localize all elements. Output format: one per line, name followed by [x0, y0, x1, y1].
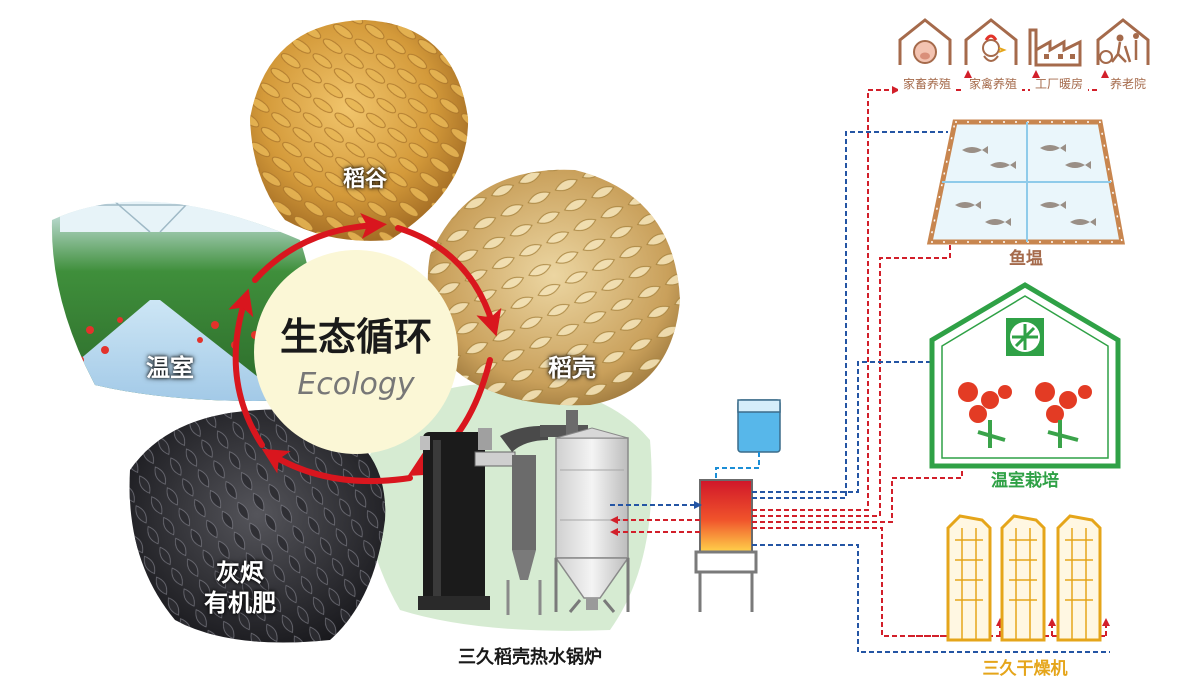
- top-target-label-3: 工厂暖房: [1030, 77, 1088, 92]
- dryer-unit-3: [1056, 514, 1102, 642]
- line-cold-top: [752, 131, 948, 499]
- rice-grain-petal: [250, 20, 469, 241]
- cycle-arrow-1: [252, 212, 387, 283]
- top-target-label-2: 家禽养殖: [964, 77, 1022, 92]
- grain-dryers: [946, 514, 1102, 642]
- ecology-center-circle: [254, 250, 458, 454]
- dryer-label: 三久干燥机: [982, 659, 1068, 679]
- line-cold-greenhouse: [752, 361, 962, 493]
- line-hot-dryer: [752, 527, 1106, 637]
- cycle-arrow-4: [261, 448, 413, 485]
- line-hot-top: [752, 86, 900, 511]
- hot-water-tank: [694, 479, 758, 612]
- rice-husk-label: 稻壳: [548, 354, 596, 382]
- top-target-label-1: 家畜养殖: [898, 77, 956, 92]
- dryer-unit-1: [946, 514, 992, 642]
- greenhouse-label: 温室: [146, 354, 194, 382]
- rice-husk-boiler: [418, 410, 630, 615]
- ash-fertilizer-petal: [129, 409, 386, 643]
- fish-pond: [926, 119, 1125, 245]
- elderly-care-icon: [1096, 18, 1150, 65]
- line-hot-pond: [752, 236, 954, 517]
- dryer-unit-2: [1000, 514, 1046, 642]
- cycle-arrow-2: [395, 225, 502, 337]
- center-title: 生态循环: [279, 315, 432, 359]
- boiler-label: 三久稻壳热水锅炉: [458, 647, 602, 668]
- top-target-label-4: 养老院: [1100, 77, 1156, 92]
- line-hot-greenhouse: [752, 450, 966, 523]
- cycle-arrows: [228, 212, 502, 485]
- pig-icon: [898, 18, 952, 65]
- water-supply-tank: [737, 399, 781, 453]
- line-cold-dryer: [752, 544, 1110, 653]
- water-feed-line: [712, 452, 760, 492]
- factory-icon: [1028, 28, 1082, 67]
- chicken-icon: [964, 18, 1018, 65]
- ash-label-line2: 有机肥: [204, 589, 276, 617]
- rice-husk-petal: [427, 169, 680, 406]
- ash-label-line1: 灰烬: [216, 559, 264, 587]
- rice-grain-label: 稻谷: [342, 167, 387, 192]
- greenhouse-cultivation-label: 温室栽培: [991, 471, 1059, 491]
- greenhouse-cultivation: [929, 282, 1121, 469]
- center-subtitle: Ecology: [297, 367, 415, 402]
- fish-pond-label: 鱼塭: [1009, 249, 1043, 269]
- fan-icon: [1006, 318, 1044, 356]
- cycle-arrow-5: [228, 288, 265, 448]
- top-icon-row: [898, 18, 1150, 67]
